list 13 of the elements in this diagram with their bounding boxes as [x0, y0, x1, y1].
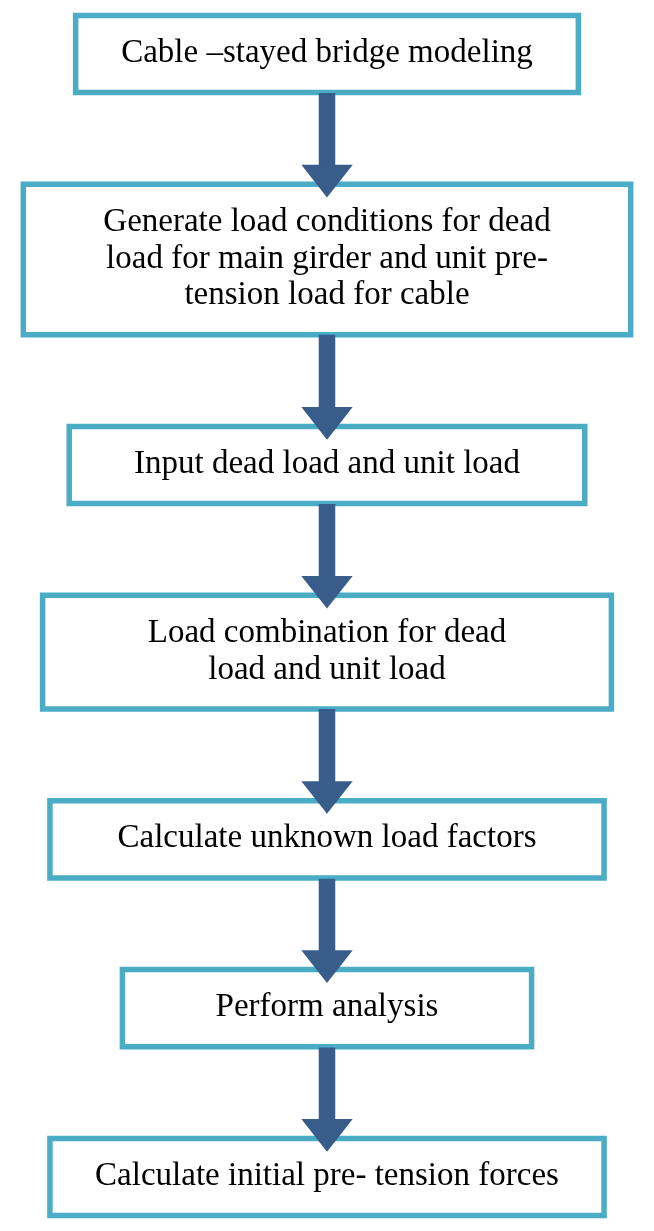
arrow	[301, 878, 353, 983]
arrow	[301, 1047, 353, 1152]
node-box: Perform analysis	[119, 966, 535, 1050]
node-box: Cable –stayed bridge modeling	[72, 12, 582, 96]
arrow	[301, 709, 353, 814]
node-box: Calculate initial pre- tension forces	[47, 1135, 607, 1219]
node-box: Load combination for dead load and unit load	[39, 592, 615, 712]
node-box: Input dead load and unit load	[66, 423, 588, 507]
arrow	[301, 334, 353, 440]
node-box: Calculate unknown load factors	[47, 798, 607, 881]
arrow	[301, 504, 353, 609]
node-box: Generate load conditions for dead load for main girder and unit pre- tension load for cable	[20, 181, 634, 338]
arrow	[301, 92, 353, 198]
